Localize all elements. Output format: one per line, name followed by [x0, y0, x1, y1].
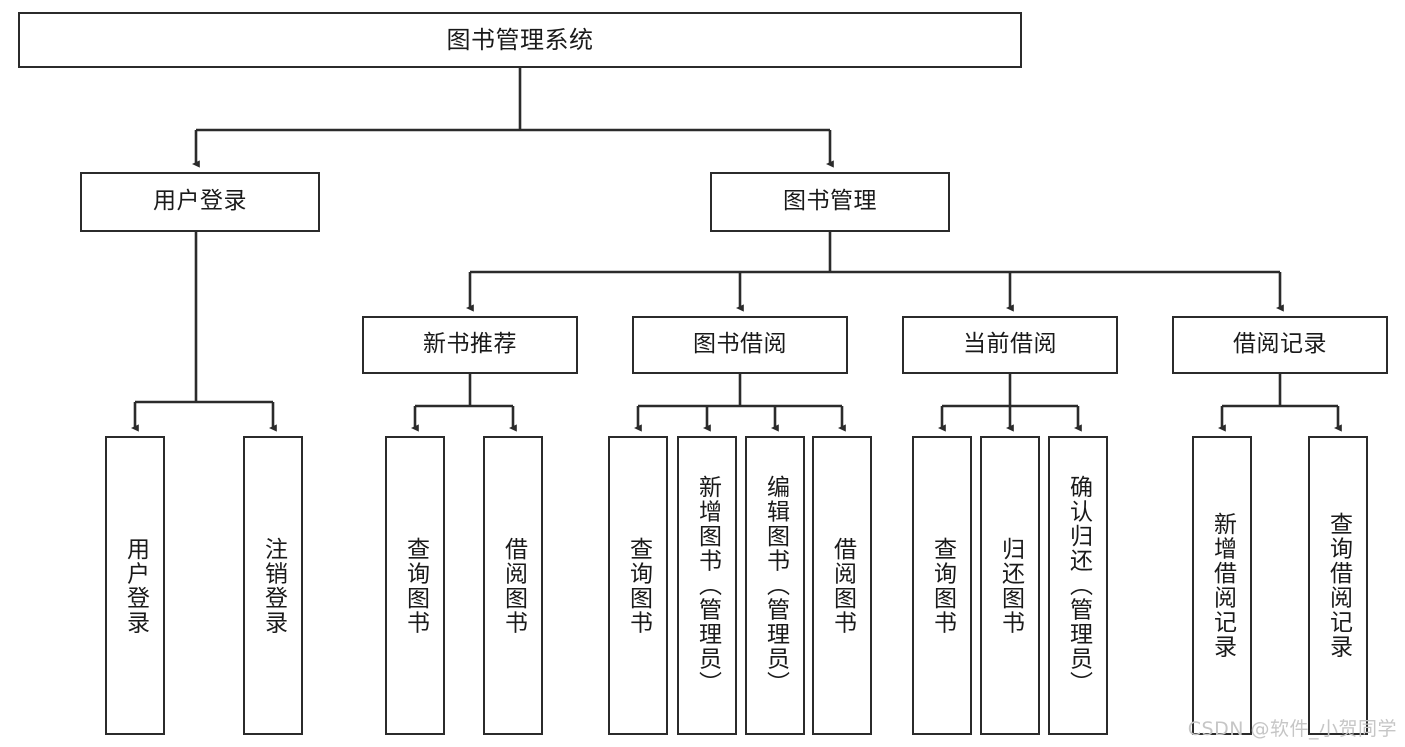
node-label: 图书管理系统 [446, 25, 594, 54]
node-user-login[interactable]: 用户登录 [80, 172, 320, 232]
leaf-borrow-book[interactable]: 借阅图书 [812, 436, 872, 735]
node-label: 借阅记录 [1233, 331, 1327, 358]
leaf-query-borrow-record[interactable]: 查询借阅记录 [1308, 436, 1368, 735]
node-label: 图书借阅 [693, 331, 787, 358]
node-label: 新增借阅记录 [1209, 512, 1236, 659]
leaf-query-book-recommend[interactable]: 查询图书 [385, 436, 445, 735]
node-current-borrow[interactable]: 当前借阅 [902, 316, 1118, 374]
node-label: 编辑图书（管理员） [762, 475, 789, 696]
node-root-system[interactable]: 图书管理系统 [18, 12, 1022, 68]
node-label: 查询图书 [402, 536, 429, 635]
leaf-edit-book-admin[interactable]: 编辑图书（管理员） [745, 436, 805, 735]
node-label: 查询借阅记录 [1325, 512, 1352, 659]
node-book-borrow[interactable]: 图书借阅 [632, 316, 848, 374]
node-borrow-record[interactable]: 借阅记录 [1172, 316, 1388, 374]
leaf-user-login[interactable]: 用户登录 [105, 436, 165, 735]
leaf-confirm-return-admin[interactable]: 确认归还（管理员） [1048, 436, 1108, 735]
leaf-query-book-current[interactable]: 查询图书 [912, 436, 972, 735]
leaf-add-book-admin[interactable]: 新增图书（管理员） [677, 436, 737, 735]
node-label: 用户登录 [122, 536, 149, 635]
node-label: 注销登录 [260, 536, 287, 635]
node-label: 图书管理 [783, 188, 877, 215]
node-label: 归还图书 [997, 536, 1024, 635]
leaf-logout[interactable]: 注销登录 [243, 436, 303, 735]
node-new-book-recommend[interactable]: 新书推荐 [362, 316, 578, 374]
node-label: 用户登录 [153, 188, 247, 215]
leaf-return-book[interactable]: 归还图书 [980, 436, 1040, 735]
node-label: 查询图书 [625, 536, 652, 635]
node-label: 查询图书 [929, 536, 956, 635]
node-label: 借阅图书 [829, 536, 856, 635]
node-label: 新增图书（管理员） [694, 475, 721, 696]
node-label: 新书推荐 [423, 331, 517, 358]
leaf-query-book-borrow[interactable]: 查询图书 [608, 436, 668, 735]
leaf-add-borrow-record[interactable]: 新增借阅记录 [1192, 436, 1252, 735]
leaf-borrow-book-recommend[interactable]: 借阅图书 [483, 436, 543, 735]
node-label: 借阅图书 [500, 536, 527, 635]
node-label: 当前借阅 [963, 331, 1057, 358]
watermark: CSDN @软件_小贺同学 [1187, 718, 1397, 740]
node-label: 确认归还（管理员） [1065, 475, 1092, 696]
node-book-management[interactable]: 图书管理 [710, 172, 950, 232]
